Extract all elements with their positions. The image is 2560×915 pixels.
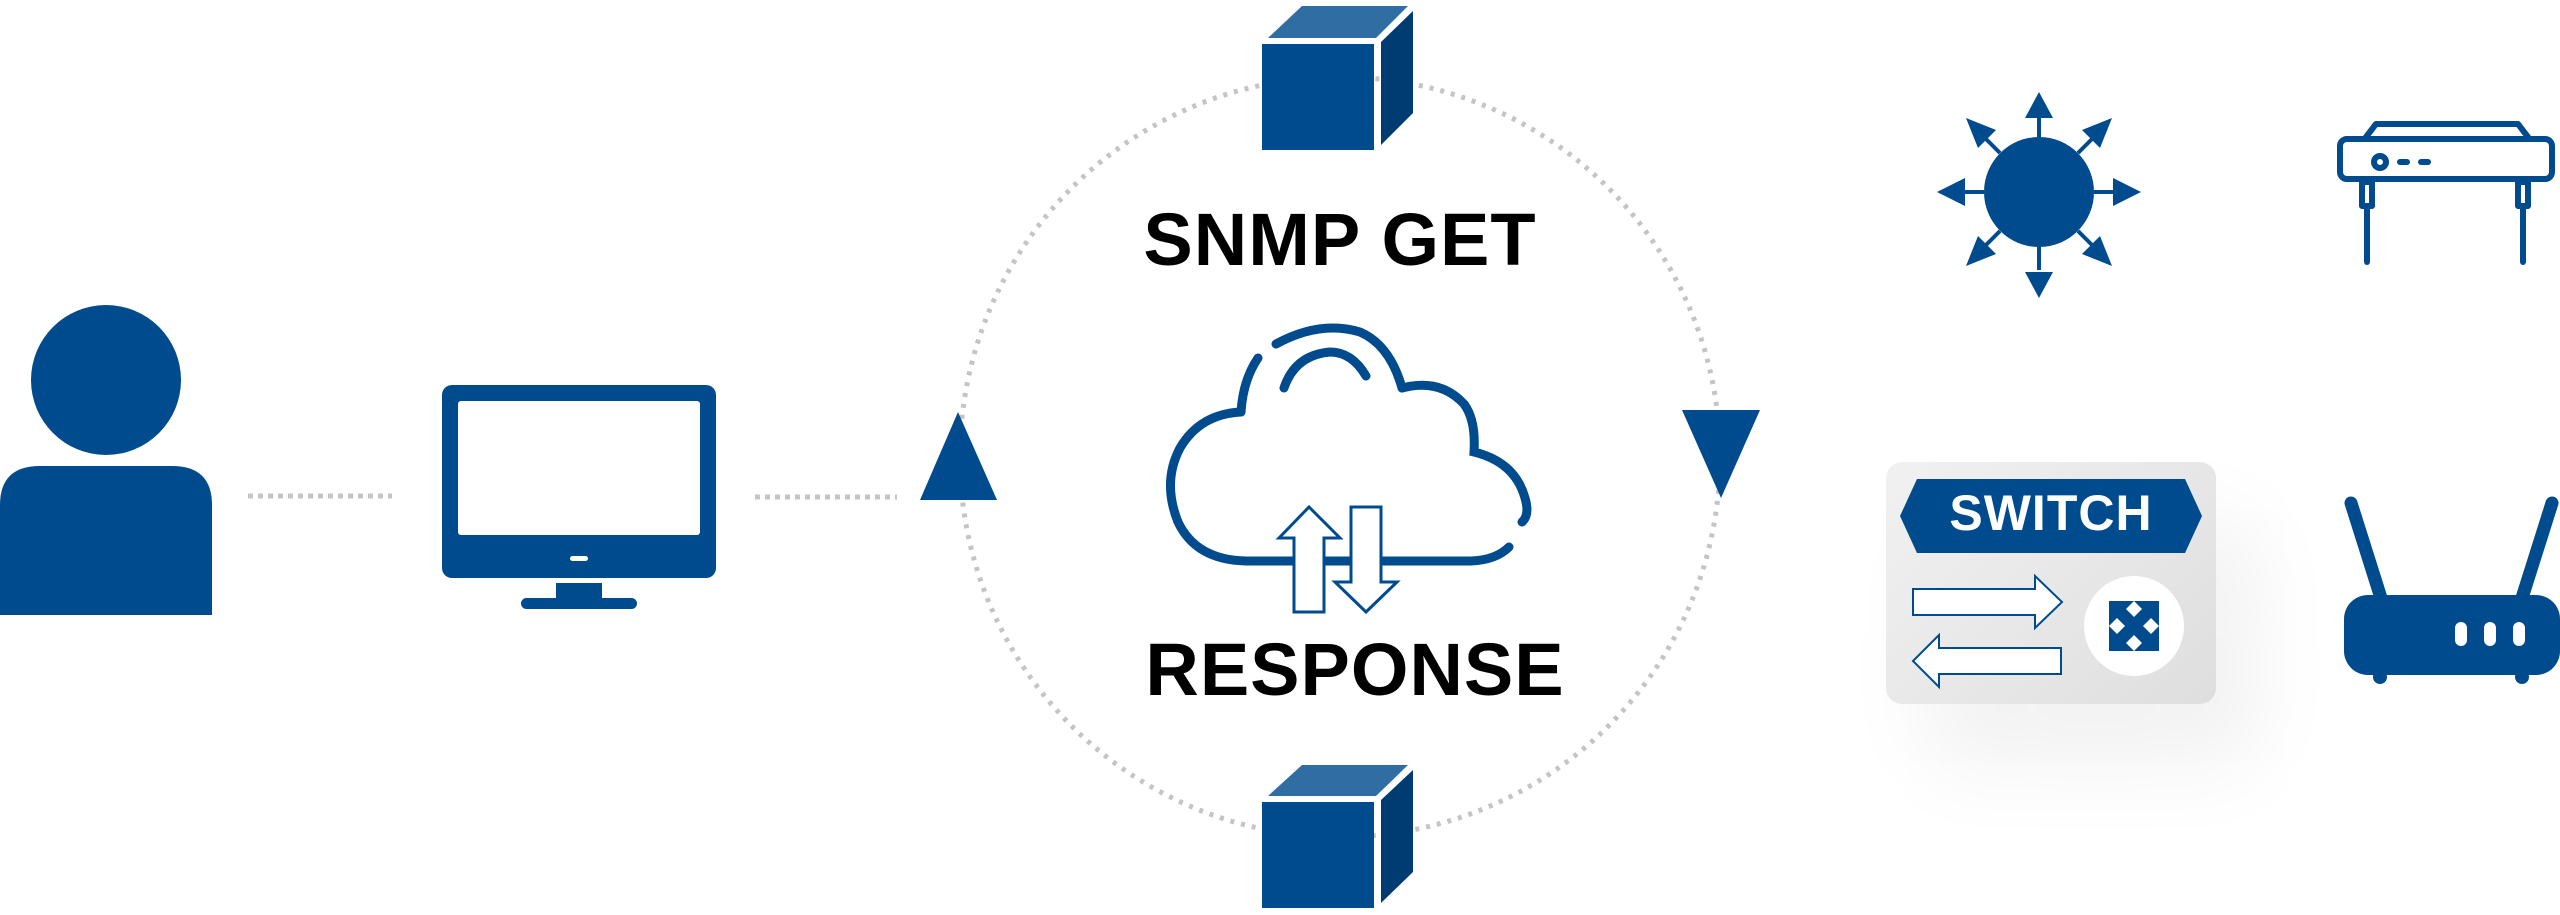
response-label: RESPONSE xyxy=(1145,628,1565,711)
arrow-up-icon xyxy=(920,412,997,500)
router-icon xyxy=(2344,496,2560,684)
modem-icon xyxy=(2337,121,2555,265)
cloud-arrows-icon xyxy=(1275,504,1401,615)
person-icon xyxy=(0,305,212,615)
expand-arrows-icon xyxy=(2109,601,2159,651)
switch-arrow-left-icon xyxy=(1911,632,2062,690)
switch-label: SWITCH xyxy=(1949,485,2153,541)
arrow-down-icon xyxy=(1682,410,1760,498)
monitor-icon xyxy=(442,385,716,609)
cloud-transfer-icon xyxy=(1165,323,1532,566)
hub-broadcast-icon xyxy=(1937,92,2141,298)
cube-icon-top xyxy=(1262,6,1413,150)
switch-banner xyxy=(1900,479,2202,553)
snmp-get-label: SNMP GET xyxy=(1143,198,1537,281)
switch-arrow-right-icon xyxy=(1912,573,2064,631)
cube-icon-bottom xyxy=(1262,765,1413,908)
